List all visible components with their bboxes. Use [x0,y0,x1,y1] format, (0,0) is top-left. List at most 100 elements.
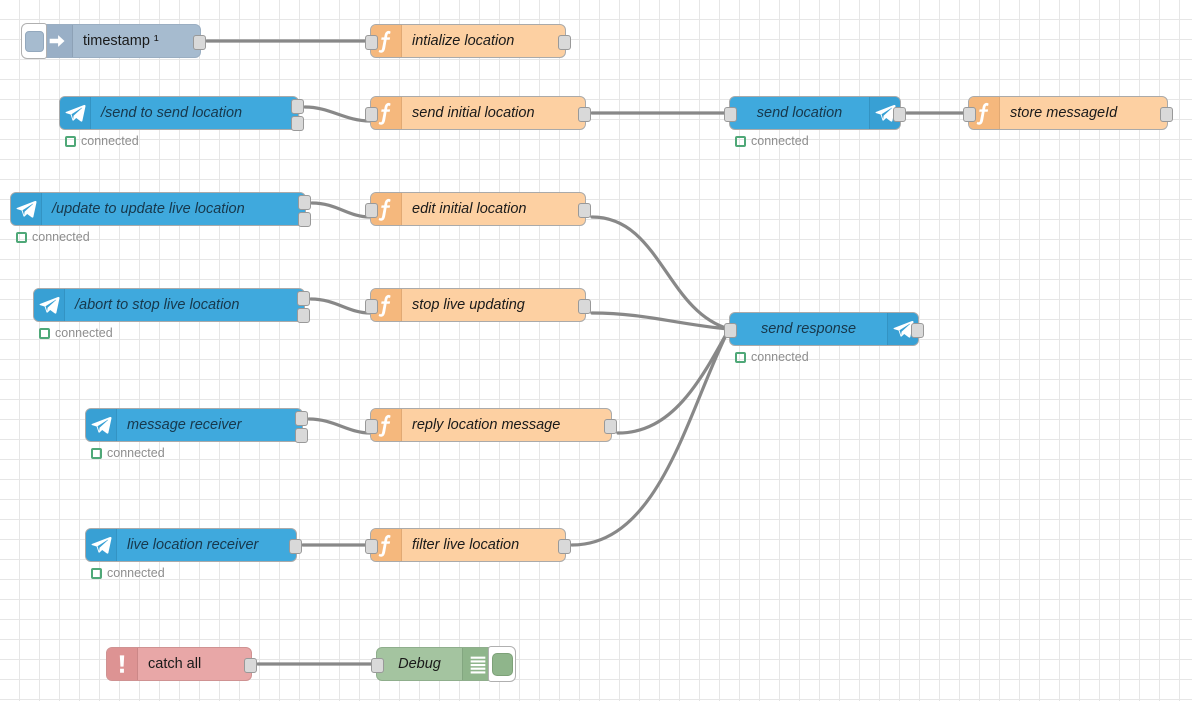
output-port[interactable] [244,658,257,673]
node-label: catch all [148,656,202,672]
status-badge-message-receiver: connected [91,446,165,460]
node-send-to-send-location[interactable]: /send to send location [59,96,304,131]
node-label: send response [760,321,857,337]
wire-send-to-send-location-to-send-initial-location[interactable] [303,105,372,123]
telegram-plane-icon [86,409,117,441]
output-port[interactable] [295,411,308,426]
input-port[interactable] [365,539,378,554]
input-port[interactable] [963,107,976,122]
debug-bars-icon [462,648,493,680]
node-body: timestamp ¹ [42,25,200,57]
input-port[interactable] [365,419,378,434]
node-body: send location [730,97,900,129]
input-port[interactable] [365,107,378,122]
status-square-icon [91,447,102,459]
output-port[interactable] [298,212,311,227]
output-port[interactable] [558,539,571,554]
output-port[interactable] [298,195,311,210]
node-catch-all[interactable]: catch all [106,647,257,681]
status-badge-send-to-send-location: connected [65,134,139,148]
wire-abort-to-stop-live-location-to-stop-live-updating[interactable] [309,297,372,315]
status-text: connected [751,134,809,148]
node-timestamp[interactable]: timestamp ¹ [21,23,206,59]
node-body: edit initial location [371,193,585,225]
output-port[interactable] [578,299,591,314]
wire-update-to-update-live-location-to-edit-initial-location[interactable] [310,201,372,219]
node-store-messageid[interactable]: store messageId [963,96,1173,130]
telegram-plane-icon [86,529,117,561]
status-text: connected [81,134,139,148]
output-port[interactable] [289,539,302,554]
inject-arrow-icon [42,25,73,57]
output-port[interactable] [558,35,571,50]
node-body: filter live location [371,529,565,561]
status-badge-abort-to-stop-live-location: connected [39,326,113,340]
node-label: send initial location [412,105,535,121]
node-update-to-update-live-location[interactable]: /update to update live location [10,192,311,227]
wire-edit-initial-location-to-send-response[interactable] [590,215,731,331]
node-body: live location receiver [86,529,296,561]
output-port[interactable] [1160,107,1173,122]
input-port[interactable] [365,299,378,314]
status-square-icon [39,327,50,339]
telegram-command-icon [60,97,91,129]
node-send-location[interactable]: send location [724,96,906,130]
output-port[interactable] [291,116,304,131]
output-port[interactable] [578,203,591,218]
output-port[interactable] [193,35,206,50]
node-label: store messageId [1010,105,1118,121]
status-text: connected [32,230,90,244]
node-send-initial-location[interactable]: send initial location [365,96,591,130]
node-filter-live-location[interactable]: filter live location [365,528,571,562]
output-port[interactable] [604,419,617,434]
telegram-command-icon [11,193,42,225]
node-message-receiver[interactable]: message receiver [85,408,308,443]
status-square-icon [91,567,102,579]
input-port[interactable] [371,658,384,673]
status-badge-send-location: connected [735,134,809,148]
node-stop-live-updating[interactable]: stop live updating [365,288,591,322]
status-badge-update-to-update-live-location: connected [16,230,90,244]
node-label: /update to update live location [52,201,245,217]
status-text: connected [751,350,809,364]
output-port[interactable] [291,99,304,114]
node-live-location-receiver[interactable]: live location receiver [85,528,302,562]
node-body: send initial location [371,97,585,129]
node-label: /abort to stop live location [75,297,240,313]
input-port[interactable] [724,323,737,338]
status-text: connected [107,566,165,580]
node-debug[interactable]: Debug [371,646,516,682]
node-label: message receiver [127,417,242,433]
node-label: timestamp ¹ [83,33,159,49]
node-intialize-location[interactable]: intialize location [365,24,571,58]
wire-message-receiver-to-reply-location-message[interactable] [307,417,372,435]
output-port[interactable] [893,107,906,122]
node-label: stop live updating [412,297,525,313]
output-port[interactable] [578,107,591,122]
node-send-response[interactable]: send response [724,312,924,346]
node-label: edit initial location [412,201,527,217]
node-edit-initial-location[interactable]: edit initial location [365,192,591,226]
node-reply-location-message[interactable]: reply location message [365,408,617,442]
output-port[interactable] [297,308,310,323]
input-port[interactable] [365,35,378,50]
wire-stop-live-updating-to-send-response[interactable] [590,311,731,331]
node-label: Debug [398,656,441,672]
debug-toggle-button[interactable] [488,646,516,682]
input-port[interactable] [365,203,378,218]
exclamation-icon [107,648,138,680]
status-square-icon [735,351,746,363]
output-port[interactable] [297,291,310,306]
node-body: store messageId [969,97,1167,129]
node-label: reply location message [412,417,561,433]
inject-trigger-button[interactable] [21,23,47,59]
wire-reply-location-message-to-send-response[interactable] [616,327,731,435]
output-port[interactable] [295,428,308,443]
output-port[interactable] [911,323,924,338]
node-abort-to-stop-live-location[interactable]: /abort to stop live location [33,288,310,323]
node-label: send location [756,105,843,121]
input-port[interactable] [724,107,737,122]
node-body: Debug [377,648,493,680]
status-text: connected [55,326,113,340]
